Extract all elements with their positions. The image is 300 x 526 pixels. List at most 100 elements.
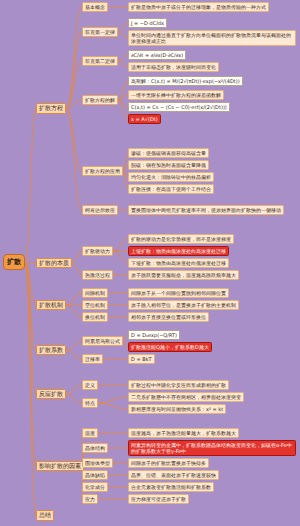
node-text: 晶体缺陷 (85, 472, 105, 478)
sub-branch: 晶体结构 (82, 443, 108, 453)
leaf-note: 单位时间内通过垂直于扩散方向单位截面积的扩散物质流量与该截面处的浓度梯度成正比 (128, 30, 296, 46)
leaf-note: 高斯解：C(x,t) = M/(2√(πDt))·exp(−x²/(4Dt)) (128, 76, 243, 86)
sub-branch: 定义 (82, 380, 98, 390)
branch-connector (25, 109, 36, 262)
leaf-note: D = D₀exp(−Q/RT) (128, 330, 180, 340)
leaf-note: ∂C/∂t = ∂/∂x(D·∂C/∂x) (128, 50, 186, 60)
node-text: ∂C/∂t = ∂/∂x(D·∂C/∂x) (131, 52, 183, 58)
sub-branch: 迁移率 (82, 354, 103, 364)
leaf-note: 适用于非稳态扩散，浓度随时间而变化 (128, 62, 219, 72)
node-text: 菲克第二定律 (85, 58, 115, 64)
node-text: 同素异构转变的金属中，扩散系数随晶体结构改变而变化，如碳在α-Fe中的扩散系数大… (131, 442, 293, 454)
sub-branch: 固溶体类型 (82, 458, 113, 468)
sub-branch: 热激活过程 (82, 270, 113, 280)
node-text: 扩散的驱动力是化学势梯度，而不是浓度梯度 (131, 236, 231, 242)
branch-connector (66, 350, 82, 359)
branch-connector (118, 81, 128, 100)
branch-connector (66, 7, 82, 109)
leaf-note: 二元系扩散层中不存在两相区，相界面处浓度突变 (128, 392, 244, 402)
node-text: 扩散方程 (39, 105, 63, 112)
branch-connector (66, 109, 82, 211)
main-branch: 扩散系数 (36, 345, 66, 356)
leaf-note: 下坡扩散：物质由高浓度处向低浓度处迁移 (128, 258, 229, 268)
node-text: 扩散方程的应用 (85, 168, 120, 174)
sub-branch: 扩散驱动力 (82, 246, 113, 256)
branch-connector (98, 397, 128, 403)
branch-connector (108, 305, 128, 306)
node-text: 扩散系数 (39, 347, 63, 354)
branch-connector (118, 95, 128, 100)
branch-connector (98, 385, 128, 386)
node-text: 相邻原子直接交换位置或环形换位 (131, 314, 206, 320)
node-text: 高斯解：C(x,t) = M/(2√(πDt))·exp(−x²/(4Dt)) (131, 78, 240, 84)
leaf-note: 原子跳跃需要克服能垒，温度越高跳跃频率越大 (128, 270, 239, 280)
node-text: 合金元素改变扩散激活能和扩散系数 (131, 484, 211, 490)
branch-connector (98, 499, 128, 500)
sub-branch: 菲克第一定律 (82, 27, 118, 37)
sub-branch: 柯肯达尔效应 (82, 205, 118, 215)
sub-branch: 菲克第二定律 (82, 56, 118, 66)
node-text: 定义 (85, 382, 95, 388)
branch-connector (108, 448, 128, 449)
branch-connector (118, 23, 128, 32)
branch-connector (108, 7, 128, 8)
node-text: 扩散激活能Q越小，扩散系数D越大 (131, 344, 209, 350)
main-branch: 扩散机制 (36, 300, 66, 311)
branch-connector (113, 239, 128, 251)
sub-branch: 温度 (82, 428, 98, 438)
branch-connector (118, 100, 128, 119)
node-text: D = BkT (131, 356, 152, 362)
branch-connector (113, 463, 128, 464)
node-text: 固溶体类型 (85, 460, 110, 466)
leaf-note: 温度越高，原子热激活能量越大，扩散系数越大 (128, 428, 239, 438)
node-text: 扩散 (7, 258, 21, 266)
node-text: 置换固溶体中两组元扩散速率不同，使原始界面向扩散快的一侧移动 (131, 207, 281, 213)
leaf-note: D = BkT (128, 354, 155, 364)
branch-connector (66, 305, 82, 317)
leaf-note: 相邻原子直接交换位置或环形换位 (128, 312, 209, 322)
node-text: 反应扩散 (39, 391, 63, 398)
leaf-note: C(x,t) = Cs − (Cs − C0)·erf(x/(2√(Dt))) (128, 102, 230, 112)
branch-connector (98, 403, 128, 409)
sub-branch: 应力 (82, 494, 98, 504)
branch-connector (108, 293, 128, 294)
main-branch: 影响扩散的因素 (36, 461, 84, 472)
leaf-note: 脱碳：钢在加热时表面碳含量降低 (128, 160, 209, 170)
branch-connector (66, 341, 82, 350)
leaf-note: 扩散过程中伴随化学反应而形成新相的扩散 (128, 380, 229, 390)
node-text: 应力 (85, 496, 95, 502)
leaf-note: 原子跳入相邻空位，是置换原子扩散的主要机制 (128, 300, 239, 310)
node-text: 一维半无限长棒中扩散方程的误差函数解 (131, 92, 221, 98)
branch-connector (108, 475, 128, 476)
sub-branch: 间隙机制 (82, 288, 108, 298)
branch-connector (113, 251, 128, 263)
sub-branch: 扩散方程的应用 (82, 166, 123, 176)
node-text: 下坡扩散：物质由高浓度处向低浓度处迁移 (131, 260, 226, 266)
branch-connector (66, 32, 82, 109)
leaf-note: 合金元素改变扩散激活能和扩散系数 (128, 482, 214, 492)
node-text: 新相层厚度与时间呈抛物线关系：x² = kt (131, 406, 223, 412)
node-text: 扩散方程的解 (85, 97, 115, 103)
node-text: x = A√(Dt) (131, 116, 158, 122)
node-text: 原子跳跃需要克服能垒，温度越高跳跃频率越大 (131, 272, 236, 278)
branch-connector (118, 55, 128, 61)
leaf-note: 扩散是物质中原子或分子的迁移现象，是物质传输的一种方式 (128, 2, 269, 12)
node-text: 上坡扩散：物质由低浓度处向高浓度处迁移 (131, 248, 226, 254)
node-text: 应力梯度可促进原子扩散 (131, 496, 186, 502)
node-text: 迁移率 (85, 356, 100, 362)
node-text: 脱碳：钢在加热时表面碳含量降低 (131, 162, 206, 168)
branch-connector (108, 317, 128, 318)
node-text: 扩散驱动力 (85, 248, 110, 254)
node-text: 温度 (85, 430, 95, 436)
node-text: 扩散是物质中原子或分子的迁移现象，是物质传输的一种方式 (131, 4, 266, 10)
node-text: 影响扩散的因素 (39, 463, 81, 470)
sub-branch: 阿累尼乌斯公式 (82, 336, 123, 346)
branch-connector (66, 293, 82, 305)
root-topic: 扩散 (3, 254, 25, 270)
main-branch: 扩散的本质 (36, 258, 72, 269)
leaf-note: 新相层厚度与时间呈抛物线关系：x² = kt (128, 404, 226, 414)
branch-connector (118, 32, 128, 38)
main-branch: 扩散方程 (36, 103, 66, 114)
node-text: D = D₀exp(−Q/RT) (131, 332, 177, 338)
